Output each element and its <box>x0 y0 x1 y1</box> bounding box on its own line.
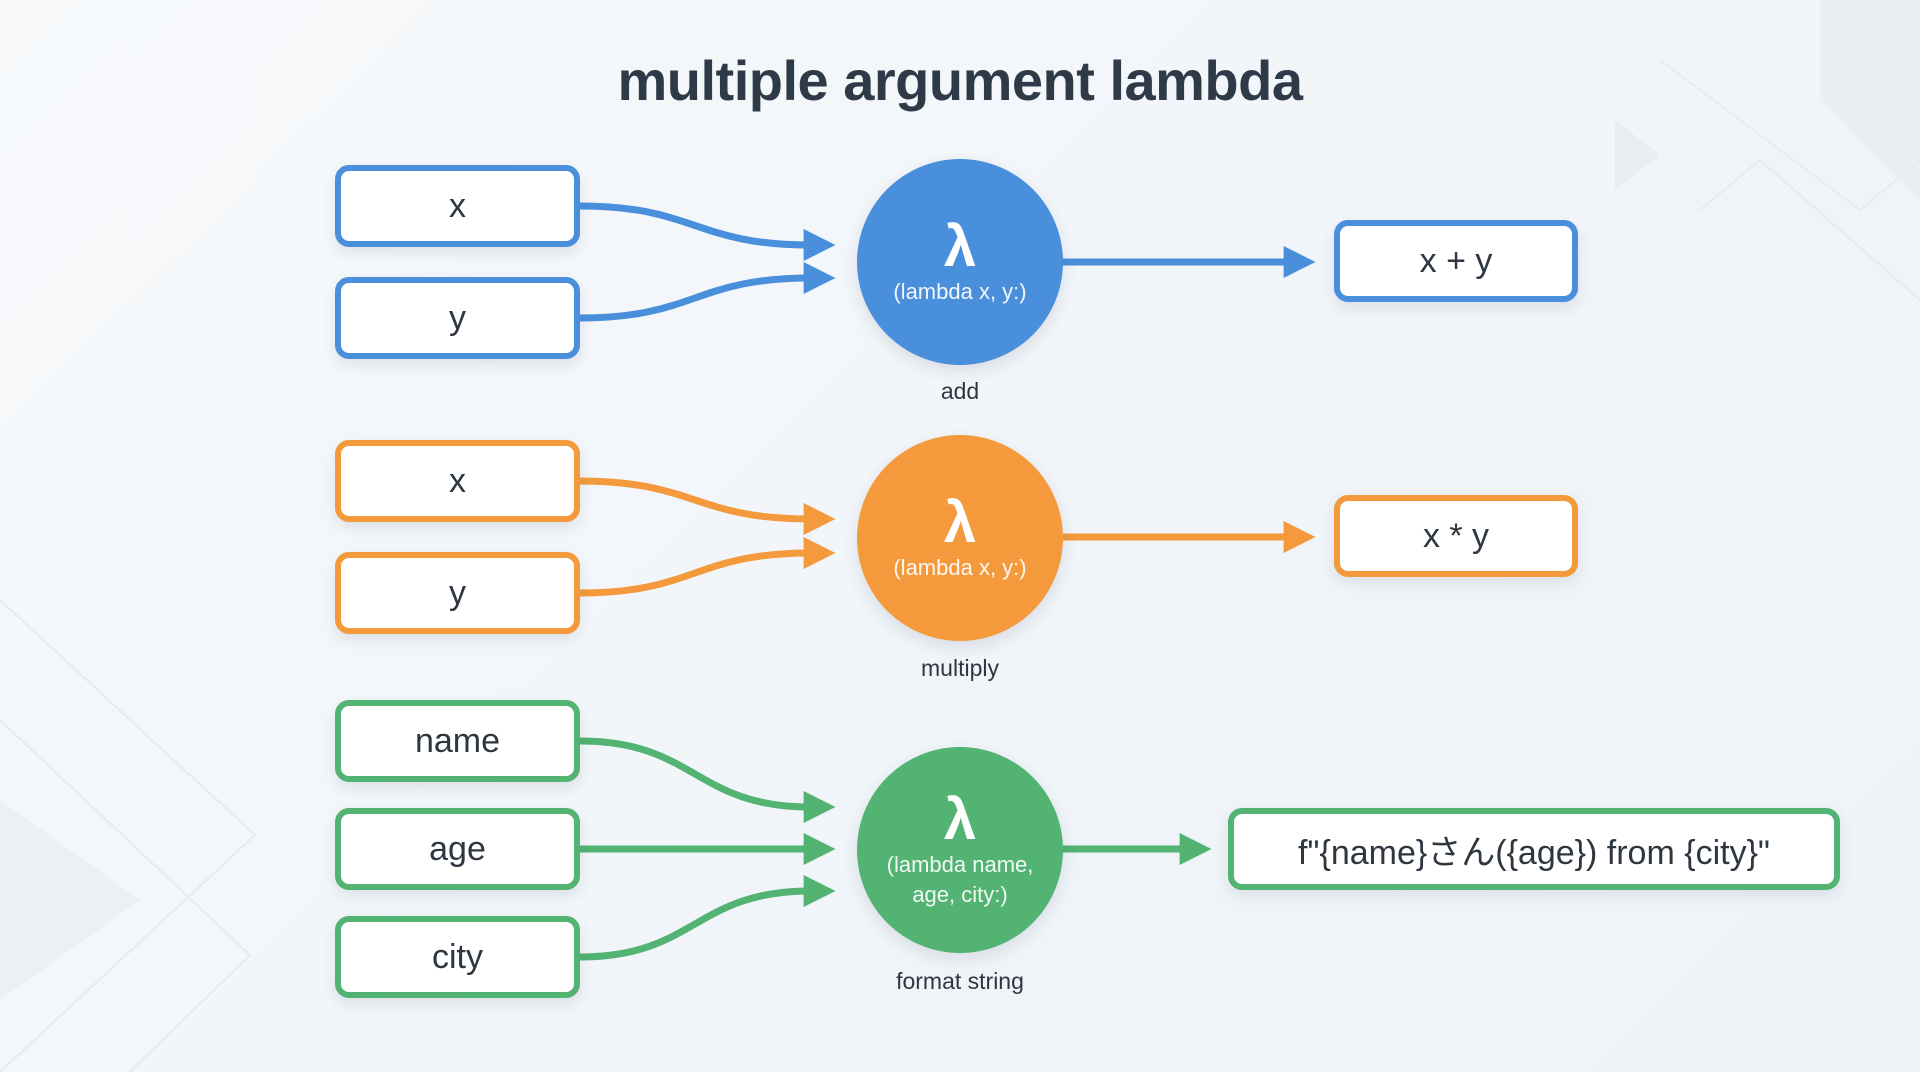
input-box-x[interactable]: x <box>335 440 580 522</box>
lambda-icon: λ <box>943 214 977 279</box>
output-expression: x * y <box>1422 516 1490 555</box>
lambda-signature: (lambda x, y:) <box>893 279 1027 304</box>
bg-shape-triangle <box>1615 120 1660 190</box>
function-name: multiply <box>921 655 999 681</box>
bg-shape-bottom-left <box>0 800 140 1000</box>
input-label: city <box>432 937 483 976</box>
function-name: add <box>940 378 980 404</box>
input-box-city[interactable]: city <box>335 916 580 998</box>
function-name: format string <box>896 968 1024 994</box>
input-label: y <box>449 298 466 337</box>
output-box-multiply[interactable]: x * y <box>1334 495 1578 577</box>
input-box-y[interactable]: y <box>335 552 580 634</box>
lambda-icon: λ <box>943 490 977 555</box>
arrow-name-to-format <box>576 737 836 823</box>
lambda-node-multiply[interactable]: λ (lambda x, y:) <box>857 435 1063 641</box>
arrow-city-to-format <box>576 875 836 961</box>
lambda-node-format-string[interactable]: λ (lambda name, age, city:) <box>857 747 1063 953</box>
lambda-signature: (lambda x, y:) <box>893 555 1027 580</box>
lambda-signature-line-2: age, city:) <box>912 882 1008 907</box>
output-expression: f"{name}さん({age}) from {city}" <box>1297 833 1771 872</box>
input-label: x <box>449 461 466 500</box>
output-box-add[interactable]: x + y <box>1334 220 1578 302</box>
input-box-name[interactable]: name <box>335 700 580 782</box>
arrow-x-to-add <box>576 202 836 261</box>
output-box-format-string[interactable]: f"{name}さん({age}) from {city}" <box>1228 808 1840 890</box>
lambda-icon: λ <box>943 787 977 852</box>
diagram-title: multiple argument lambda <box>617 49 1304 112</box>
bg-line <box>1699 158 1920 301</box>
arrow-x-to-multiply <box>576 477 836 535</box>
input-label: name <box>414 721 501 760</box>
lambda-node-add[interactable]: λ (lambda x, y:) <box>857 159 1063 365</box>
lambda-signature-line-1: (lambda name, <box>886 852 1034 877</box>
bg-line <box>1659 59 1920 212</box>
output-expression: x + y <box>1419 241 1493 280</box>
bg-line <box>0 599 257 1072</box>
input-label: x <box>449 186 466 225</box>
input-box-age[interactable]: age <box>335 808 580 890</box>
arrow-y-to-add <box>576 262 836 322</box>
input-label: y <box>449 573 466 612</box>
arrow-y-to-multiply <box>576 537 836 597</box>
input-box-x[interactable]: x <box>335 165 580 247</box>
input-box-y[interactable]: y <box>335 277 580 359</box>
bg-line <box>0 719 252 1072</box>
input-label: age <box>429 829 486 868</box>
bg-shape-top-right <box>1820 0 1920 200</box>
